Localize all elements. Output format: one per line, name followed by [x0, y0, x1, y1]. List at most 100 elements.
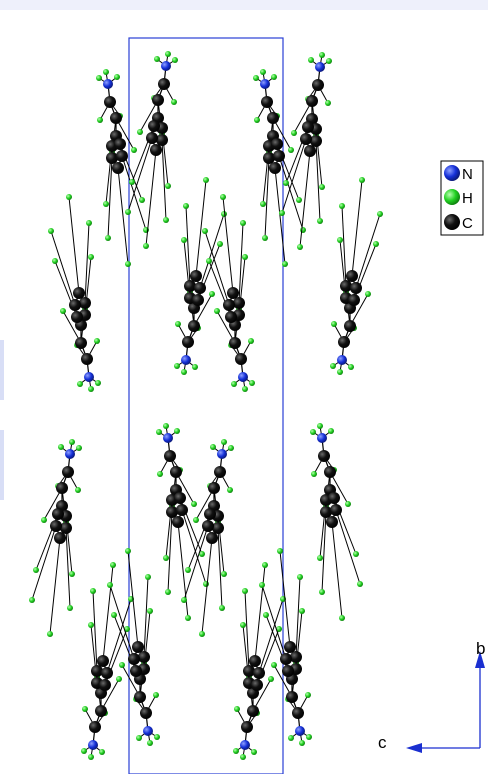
- bond: [183, 525, 209, 601]
- molecules-layer: [29, 51, 383, 760]
- bond: [217, 527, 223, 609]
- hydrogen-atom: [271, 662, 277, 668]
- hydrogen-atom: [359, 177, 365, 183]
- nitrogen-atom: [88, 740, 98, 750]
- bond: [201, 537, 213, 635]
- bond: [143, 576, 149, 658]
- hydrogen-atom: [163, 217, 169, 223]
- hydrogen-atom: [231, 381, 237, 387]
- unit-cell-outline: [128, 37, 284, 774]
- carbon-atom: [286, 691, 298, 703]
- hydrogen-atom: [330, 363, 336, 369]
- carbon-atom: [249, 655, 261, 667]
- hydrogen-atom: [90, 588, 96, 594]
- hydrogen-atom: [145, 574, 151, 580]
- hydrogen-atom: [52, 258, 58, 264]
- nitrogen-atom: [103, 79, 113, 89]
- bond: [84, 222, 90, 304]
- carbon-atom: [106, 152, 118, 164]
- carbon-atom: [71, 311, 83, 323]
- carbon-atom: [350, 282, 362, 294]
- carbon-atom: [306, 95, 318, 107]
- hydrogen-atom: [88, 254, 94, 260]
- hydrogen-atom: [297, 574, 303, 580]
- bond: [355, 213, 381, 289]
- carbon-atom: [251, 679, 263, 691]
- hydrogen-atom: [191, 501, 197, 507]
- hydrogen-atom: [163, 423, 169, 429]
- carbon-atom: [170, 466, 182, 478]
- carbon-atom: [89, 721, 101, 733]
- hydrogen-atom: [299, 608, 305, 614]
- bond: [204, 230, 230, 306]
- carbon-atom: [79, 297, 91, 309]
- bond: [341, 205, 347, 287]
- hydrogen-atom: [29, 597, 35, 603]
- carbon-atom: [320, 506, 332, 518]
- bond: [331, 521, 343, 619]
- bond: [244, 590, 250, 672]
- bond: [117, 167, 129, 265]
- bond: [252, 678, 272, 712]
- carbon-atom: [132, 641, 144, 653]
- hydrogen-atom: [325, 100, 331, 106]
- bond: [65, 527, 71, 609]
- hydrogen-atom: [326, 58, 332, 64]
- molecule: [330, 177, 383, 375]
- carbon-atom: [116, 150, 128, 162]
- bond: [238, 222, 244, 304]
- carbon-atom: [243, 665, 255, 677]
- nitrogen-atom: [337, 355, 347, 365]
- hydrogen-atom: [147, 740, 153, 746]
- bond: [321, 511, 327, 593]
- hydrogen-atom: [249, 380, 255, 386]
- carbon-atom: [138, 651, 150, 663]
- bond: [335, 509, 361, 585]
- nitrogen-atom: [84, 372, 94, 382]
- carbon-atom: [60, 522, 72, 534]
- hydrogen-atom: [125, 548, 131, 554]
- hydrogen-atom: [227, 487, 233, 493]
- molecule: [29, 439, 82, 637]
- hydrogen-atom: [337, 369, 343, 375]
- hydrogen-atom: [88, 386, 94, 392]
- bond: [349, 293, 369, 327]
- carbon-swatch: [444, 214, 460, 230]
- hydrogen-atom: [254, 117, 260, 123]
- hydrogen-atom: [308, 57, 314, 63]
- nitrogen-swatch: [444, 165, 460, 181]
- hydrogen-atom: [262, 235, 268, 241]
- carbon-atom: [292, 707, 304, 719]
- hydrogen-atom: [175, 321, 181, 327]
- hydrogen-atom: [110, 562, 116, 568]
- bond: [254, 564, 266, 662]
- carbon-atom: [56, 482, 68, 494]
- bond: [295, 576, 301, 658]
- bond: [49, 537, 61, 635]
- hydrogen-atom: [210, 444, 216, 450]
- bond: [106, 598, 132, 674]
- bond: [139, 99, 159, 133]
- hydrogen-atom: [192, 364, 198, 370]
- carbon-atom: [312, 79, 324, 91]
- hydrogen-atom: [66, 194, 72, 200]
- bond: [273, 664, 293, 698]
- hydrogen-atom: [147, 608, 153, 614]
- carbon-atom: [284, 641, 296, 653]
- hydrogen-atom: [206, 258, 212, 264]
- carbon-atom: [128, 653, 140, 665]
- hydrogen-atom: [220, 194, 226, 200]
- carbon-atom: [95, 705, 107, 717]
- carbon-atom: [348, 294, 360, 306]
- bond: [62, 310, 82, 344]
- bond: [329, 471, 349, 505]
- hydrogen-atom: [282, 261, 288, 267]
- bond: [351, 179, 363, 277]
- carbon-atom: [110, 112, 122, 124]
- bond: [195, 487, 215, 521]
- hydrogen-atom: [296, 197, 302, 203]
- molecule: [156, 423, 209, 621]
- carbon-atom: [261, 96, 273, 108]
